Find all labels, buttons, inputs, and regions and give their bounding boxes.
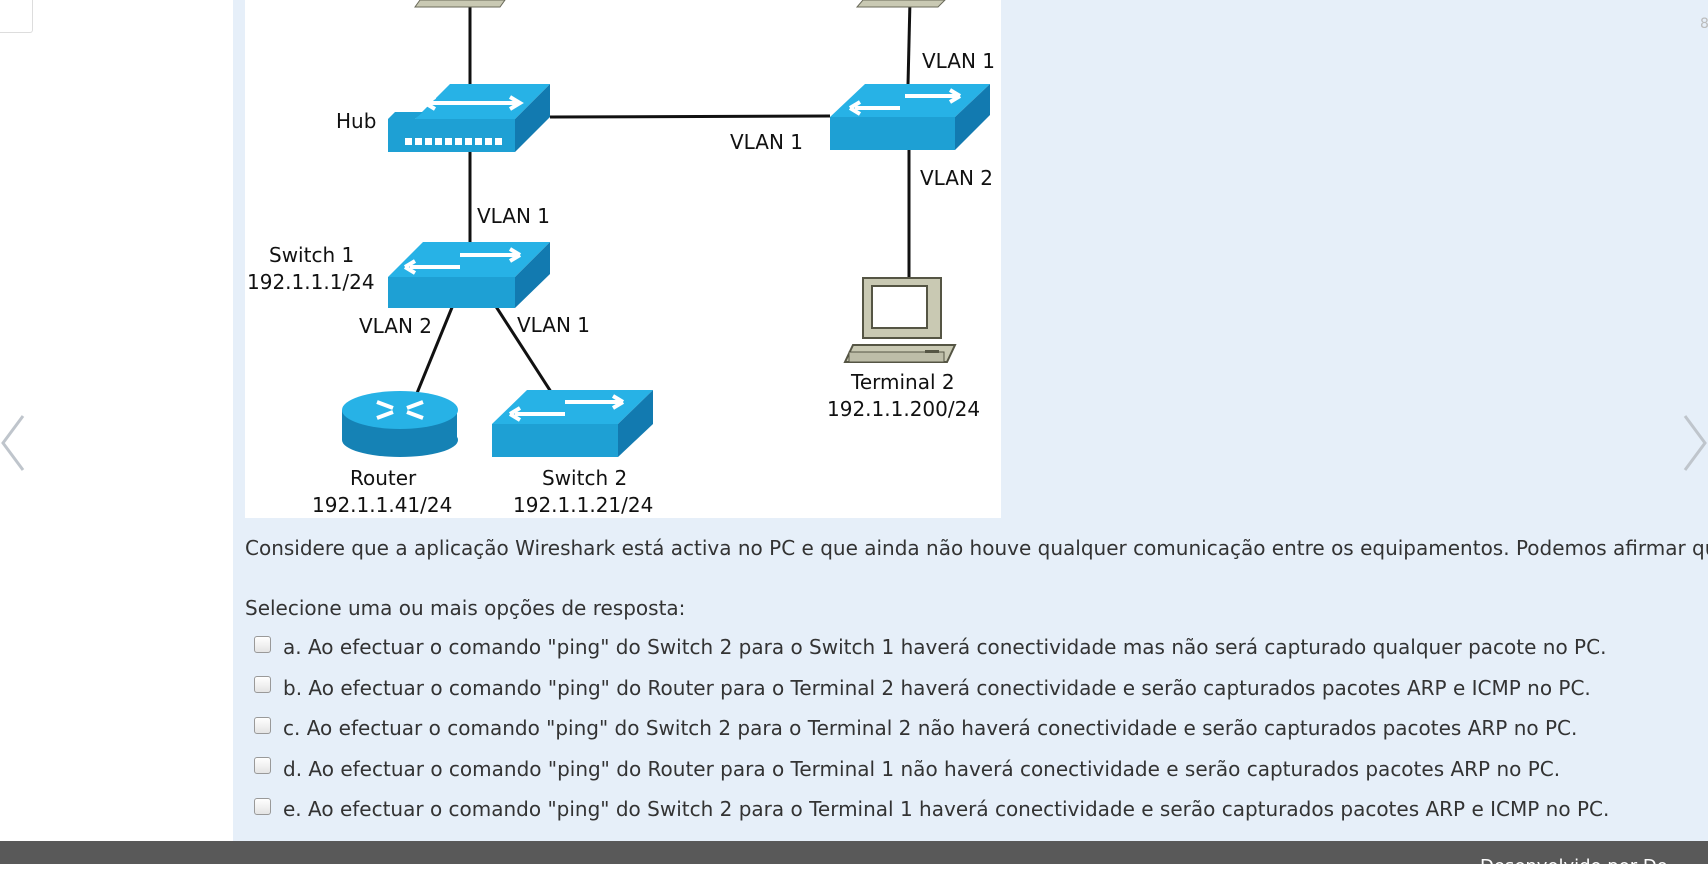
- footer-text: Desenvolvido por Do: [1480, 856, 1668, 877]
- hub-device: [388, 84, 550, 152]
- router-device: [342, 391, 458, 457]
- top-left-device: [414, 0, 506, 8]
- answer-label-e: e. Ao efectuar o comando "ping" do Switc…: [283, 797, 1610, 822]
- label-router-ip: 192.1.1.41/24: [312, 493, 452, 517]
- answer-option-c[interactable]: c. Ao efectuar o comando "ping" do Switc…: [254, 708, 1609, 749]
- checkbox-option-e[interactable]: [254, 797, 271, 815]
- label-hub: Hub: [336, 109, 376, 133]
- answer-option-b[interactable]: b. Ao efectuar o comando "ping" do Route…: [254, 668, 1609, 709]
- label-vlan1-top: VLAN 1: [922, 49, 995, 73]
- label-switch1-name: Switch 1: [269, 243, 354, 267]
- links: [413, 0, 912, 399]
- label-switch1-ip: 192.1.1.1/24: [247, 270, 375, 294]
- terminal2-computer: [843, 277, 957, 363]
- checkbox-option-c[interactable]: [254, 716, 271, 734]
- link-switch1-switch2: [493, 304, 555, 396]
- label-switch2-name: Switch 2: [542, 466, 627, 490]
- label-terminal2-ip: 192.1.1.200/24: [827, 397, 980, 421]
- link-hub-switch-right: [549, 114, 831, 119]
- question-text: Considere que a aplicação Wireshark está…: [245, 536, 1708, 560]
- label-vlan2-left: VLAN 2: [359, 314, 432, 338]
- answer-option-e[interactable]: e. Ao efectuar o comando "ping" do Switc…: [254, 789, 1609, 830]
- switch2-device: [492, 390, 653, 457]
- chevron-right-icon[interactable]: [1678, 412, 1708, 474]
- label-router-name: Router: [350, 466, 417, 490]
- chevron-left-icon[interactable]: [0, 412, 30, 474]
- answer-label-b: b. Ao efectuar o comando "ping" do Route…: [283, 675, 1591, 700]
- answer-options: a. Ao efectuar o comando "ping" do Switc…: [254, 627, 1609, 830]
- checkbox-option-b[interactable]: [254, 676, 271, 694]
- label-vlan1-right: VLAN 1: [517, 313, 590, 337]
- answer-option-d[interactable]: d. Ao efectuar o comando "ping" do Route…: [254, 749, 1609, 790]
- label-switch2-ip: 192.1.1.21/24: [513, 493, 653, 517]
- answer-prompt: Selecione uma ou mais opções de resposta…: [245, 596, 686, 620]
- network-diagram: VLAN 1 Hub VLAN 1 VLAN 2 VLAN 1 Switch 1…: [245, 0, 1001, 518]
- footer-bar: [0, 841, 1708, 864]
- switch-right-device: [830, 84, 990, 150]
- top-left-panel: [0, 0, 33, 33]
- checkbox-option-a[interactable]: [254, 635, 271, 653]
- switch1-device: [388, 242, 550, 308]
- label-vlan1-link: VLAN 1: [730, 130, 803, 154]
- label-vlan2-right: VLAN 2: [920, 166, 993, 190]
- answer-label-a: a. Ao efectuar o comando "ping" do Switc…: [283, 635, 1607, 660]
- answer-label-d: d. Ao efectuar o comando "ping" do Route…: [283, 756, 1561, 781]
- checkbox-option-d[interactable]: [254, 757, 271, 775]
- top-right-device: [855, 0, 946, 8]
- answer-label-c: c. Ao efectuar o comando "ping" do Switc…: [283, 716, 1578, 741]
- link-switch1-router: [413, 304, 455, 399]
- page-corner-marker: 8: [1700, 16, 1708, 32]
- link-switch-right-top: [906, 0, 912, 86]
- label-vlan1-mid: VLAN 1: [477, 204, 550, 228]
- label-terminal2-name: Terminal 2: [850, 370, 955, 394]
- answer-option-a[interactable]: a. Ao efectuar o comando "ping" do Switc…: [254, 627, 1609, 668]
